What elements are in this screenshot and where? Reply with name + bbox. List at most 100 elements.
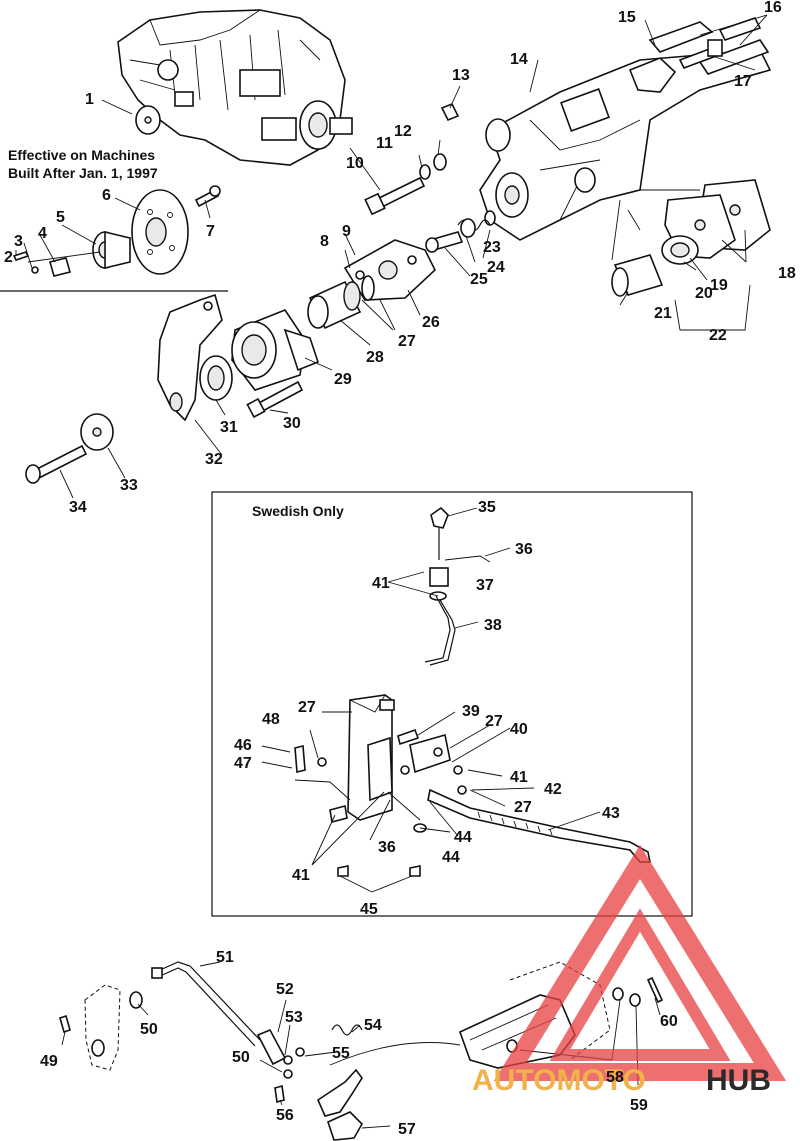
part-2-3-4-small <box>12 251 101 277</box>
callout-31: 31 <box>220 419 238 436</box>
callout-41: 41 <box>372 575 390 592</box>
callout-26: 26 <box>422 314 440 331</box>
callout-36: 36 <box>515 541 533 558</box>
watermark-brand-1: AUTOMOTO <box>472 1064 646 1097</box>
callout-52: 52 <box>276 981 294 998</box>
part-11-12-washers <box>419 153 447 180</box>
callout-24: 24 <box>487 259 505 276</box>
callout-7: 7 <box>206 223 215 240</box>
callout-27: 27 <box>398 333 416 350</box>
part-17-bolt <box>628 39 723 93</box>
callout-45: 45 <box>360 901 378 918</box>
callout-49: 49 <box>40 1053 58 1070</box>
callout-53: 53 <box>285 1009 303 1026</box>
watermark-logo <box>493 844 787 1081</box>
callout-17: 17 <box>734 73 752 90</box>
callout-39: 39 <box>462 703 480 720</box>
part-33-washer <box>80 413 114 451</box>
part-32-bracket <box>157 293 223 422</box>
callout-13: 13 <box>452 67 470 84</box>
part-1-washer <box>135 105 161 135</box>
callout-23: 23 <box>483 239 501 256</box>
callout-46: 46 <box>234 737 252 754</box>
part-13-screw <box>440 102 460 122</box>
part-10-bolt <box>364 176 426 216</box>
callout-25: 25 <box>470 271 488 288</box>
part-7-bolt <box>194 185 221 208</box>
callout-38: 38 <box>484 617 502 634</box>
callout-22: 22 <box>709 327 727 344</box>
callout-60: 60 <box>660 1013 678 1030</box>
callout-20: 20 <box>695 285 713 302</box>
swedish-assembly <box>294 506 651 877</box>
part-28-piston <box>307 275 375 330</box>
housing-14 <box>479 49 772 241</box>
callout-44: 44 <box>442 849 460 866</box>
callout-55: 55 <box>332 1045 350 1062</box>
callout-14: 14 <box>510 51 528 68</box>
callout-2: 2 <box>4 249 13 266</box>
part-6-disc <box>131 189 189 275</box>
part-15-16-rods <box>648 17 770 75</box>
part-5-hub <box>92 230 131 270</box>
callout-54: 54 <box>364 1017 382 1034</box>
callout-27: 27 <box>298 699 316 716</box>
callout-5: 5 <box>56 209 65 226</box>
callout-37: 37 <box>476 577 494 594</box>
watermark-brand-2: HUB <box>706 1064 771 1097</box>
part-25-pin <box>425 231 464 253</box>
callout-3: 3 <box>14 233 23 250</box>
callout-41: 41 <box>510 769 528 786</box>
callout-56: 56 <box>276 1107 294 1124</box>
note-effective-line1: Effective on Machines <box>8 147 155 163</box>
callout-27: 27 <box>514 799 532 816</box>
callout-58: 58 <box>606 1069 624 1086</box>
part-23-24-spring <box>457 210 496 238</box>
callout-29: 29 <box>334 371 352 388</box>
callout-16: 16 <box>764 0 782 16</box>
callout-44: 44 <box>454 829 472 846</box>
callout-8: 8 <box>320 233 329 250</box>
callout-28: 28 <box>366 349 384 366</box>
callout-36: 36 <box>378 839 396 856</box>
swedish-only-box <box>211 491 693 917</box>
note-swedish-only: Swedish Only <box>252 503 344 519</box>
part-31-ring <box>199 355 233 401</box>
watermark-text: AUTOMOTO HUB <box>472 1064 771 1097</box>
callout-48: 48 <box>262 711 280 728</box>
callout-34: 34 <box>69 499 87 516</box>
callout-30: 30 <box>283 415 301 432</box>
callout-18: 18 <box>778 265 796 282</box>
callout-47: 47 <box>234 755 252 772</box>
callout-41: 41 <box>292 867 310 884</box>
callout-10: 10 <box>346 155 364 172</box>
callout-57: 57 <box>398 1121 416 1138</box>
callout-21: 21 <box>654 305 672 322</box>
part-20-bushing <box>661 235 699 265</box>
part-21-cylinder <box>611 254 664 297</box>
callout-4: 4 <box>38 225 47 242</box>
callout-1: 1 <box>85 91 94 108</box>
callout-35: 35 <box>478 499 496 516</box>
part-30-bolt <box>246 380 304 419</box>
callout-50: 50 <box>140 1021 158 1038</box>
callout-15: 15 <box>618 9 636 26</box>
callout-42: 42 <box>544 781 562 798</box>
callout-59: 59 <box>630 1097 648 1114</box>
callout-11: 11 <box>376 135 393 152</box>
callout-43: 43 <box>602 805 620 822</box>
callout-51: 51 <box>216 949 234 966</box>
callout-50: 50 <box>232 1049 250 1066</box>
part-29-caliper <box>231 309 319 391</box>
callout-32: 32 <box>205 451 223 468</box>
callout-19: 19 <box>710 277 728 294</box>
engine-illustration <box>117 9 353 166</box>
part-34-bolt <box>25 444 88 484</box>
callout-6: 6 <box>102 187 111 204</box>
callout-27: 27 <box>485 713 503 730</box>
callout-40: 40 <box>510 721 528 738</box>
callout-12: 12 <box>394 123 412 140</box>
callout-33: 33 <box>120 477 138 494</box>
